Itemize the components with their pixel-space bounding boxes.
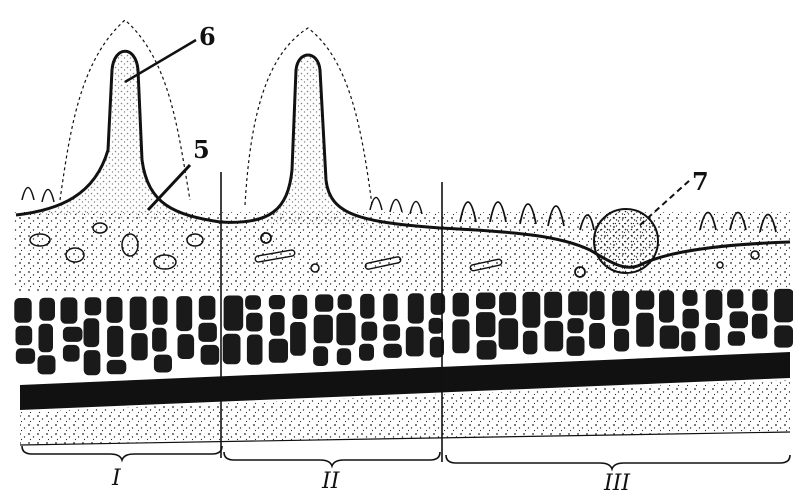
muscle-cell: [383, 294, 398, 322]
muscle-cell: [39, 324, 54, 353]
muscle-cell: [63, 345, 80, 362]
muscle-cell: [431, 293, 446, 315]
muscle-cell: [476, 293, 495, 310]
muscle-cell: [589, 323, 605, 349]
muscle-cell: [408, 293, 424, 323]
muscle-cell: [523, 331, 538, 355]
muscle-cell: [406, 327, 424, 357]
muscle-cell: [270, 312, 285, 336]
muscle-cell: [453, 293, 469, 317]
muscle-cell: [14, 298, 31, 323]
muscle-cell: [660, 326, 679, 349]
section-2-label: II: [321, 469, 341, 494]
muscle-cell: [774, 289, 793, 323]
muscle-cell: [452, 319, 469, 353]
muscle-cell: [176, 296, 192, 331]
muscle-cell: [727, 289, 743, 308]
muscle-cell: [39, 298, 55, 321]
muscle-cell: [246, 313, 262, 332]
muscle-cell: [130, 297, 147, 331]
muscle-cell: [223, 334, 241, 364]
muscle-cell: [314, 315, 333, 344]
muscle-cell: [705, 323, 720, 350]
muscle-cell: [315, 294, 333, 311]
muscle-cell: [131, 333, 147, 360]
muscle-cell: [590, 291, 605, 320]
muscle-cell: [476, 312, 495, 337]
muscle-cell: [499, 292, 516, 315]
muscle-cell: [84, 318, 100, 347]
muscle-cell: [107, 326, 123, 357]
muscle-cell: [16, 348, 35, 364]
muscle-cell: [568, 291, 587, 315]
muscle-cell: [567, 336, 585, 356]
muscle-cell: [383, 344, 402, 358]
muscle-cell: [612, 291, 629, 326]
muscle-cell: [523, 292, 541, 328]
callout-6-label: 6: [199, 22, 216, 51]
muscle-cell: [544, 292, 562, 318]
villus-middle: [220, 28, 440, 228]
muscle-cell: [199, 296, 216, 320]
muscle-cell: [107, 360, 127, 374]
muscle-cell: [683, 309, 699, 329]
muscle-cell: [728, 331, 745, 346]
muscle-cell: [38, 355, 56, 374]
callout-7-label: 7: [692, 167, 709, 196]
muscle-cell: [429, 318, 443, 334]
muscle-cell: [499, 318, 518, 349]
muscle-cell: [224, 296, 244, 331]
muscle-cell: [201, 345, 220, 365]
muscle-cell: [152, 328, 167, 352]
muscle-cell: [107, 297, 123, 323]
muscle-cell: [337, 348, 351, 365]
muscle-cell: [683, 290, 698, 306]
muscle-cell: [545, 321, 564, 352]
muscle-cell: [360, 294, 374, 319]
section-braces: [22, 446, 790, 469]
muscle-cell: [178, 334, 195, 359]
muscle-cell: [292, 295, 307, 319]
muscle-cell: [359, 344, 374, 361]
muscle-cell: [614, 329, 629, 352]
muscle-cell: [567, 318, 583, 333]
muscle-cell: [752, 314, 767, 339]
section-1-label: I: [111, 466, 122, 491]
muscle-cell: [383, 324, 400, 340]
muscle-cell: [730, 311, 748, 328]
muscle-cell: [477, 340, 497, 360]
muscle-cell: [636, 313, 654, 347]
muscle-cell: [706, 290, 723, 320]
muscle-cell: [269, 295, 285, 309]
muscle-cell: [61, 297, 78, 323]
muscle-cell: [154, 355, 172, 373]
muscle-cell: [16, 326, 33, 345]
villus-left: [16, 20, 220, 222]
muscle-cell: [85, 297, 102, 315]
leader-lines: [125, 40, 690, 225]
muscle-cell: [681, 331, 695, 351]
muscle-cell: [290, 322, 306, 356]
muscle-cell: [198, 323, 217, 342]
muscle-cell: [361, 322, 377, 341]
section-3-label: III: [603, 471, 631, 495]
muscle-cell: [84, 350, 101, 375]
muscle-cell: [636, 291, 654, 310]
muscle-cell: [269, 339, 288, 363]
muscle-cell: [338, 294, 352, 310]
muscle-cell: [752, 289, 767, 311]
muscle-cell: [774, 325, 793, 347]
callout-5-label: 5: [193, 135, 210, 164]
muscle-cell: [659, 290, 674, 322]
muscle-cell: [245, 295, 261, 310]
muscle-cell: [336, 313, 355, 345]
muscle-cell: [247, 335, 263, 365]
muscle-cell: [313, 346, 328, 366]
muscle-cell: [153, 296, 168, 324]
muscle-cell: [63, 327, 83, 342]
